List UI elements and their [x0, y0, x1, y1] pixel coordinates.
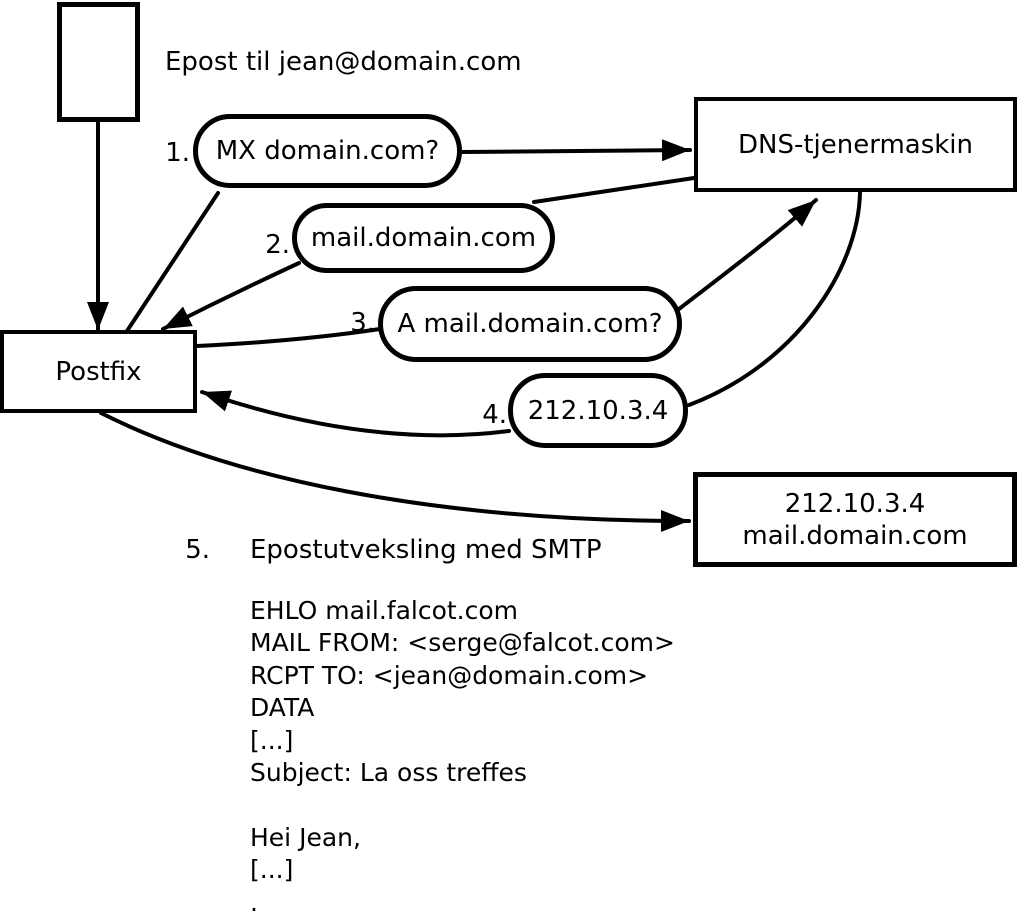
line-postfix-to-mx-query: [125, 191, 220, 333]
smtp-server-host-label: mail.domain.com: [742, 520, 968, 551]
email-title-label: Epost til jean@domain.com: [165, 47, 522, 77]
smtp-line: RCPT TO: <jean@domain.com>: [250, 660, 649, 690]
smtp-line: [...]: [250, 855, 294, 885]
query-pill-a-record: A mail.domain.com?: [378, 286, 682, 362]
query-pill-a-record-label: A mail.domain.com?: [397, 309, 663, 339]
response-pill-mailhost: mail.domain.com: [292, 203, 555, 273]
arrow-a-query-to-dns: [677, 198, 818, 311]
line-postfix-to-a-query: [195, 327, 382, 348]
postfix-node: Postfix: [0, 330, 197, 413]
query-pill-mx-label: MX domain.com?: [215, 136, 440, 166]
step-number-3: 3.: [350, 308, 375, 338]
step-number-2: 2.: [265, 230, 290, 260]
smtp-line: DATA: [250, 693, 315, 723]
step-number-5: 5.: [185, 535, 210, 565]
smtp-line: Subject: La oss treffes: [250, 757, 527, 787]
smtp-session-transcript: EHLO mail.falcot.com MAIL FROM: <serge@f…: [250, 595, 675, 919]
response-pill-ip-label: 212.10.3.4: [527, 395, 669, 426]
dns-server-label: DNS-tjenermaskin: [737, 129, 974, 160]
line-dns-to-mx-response: [532, 176, 696, 204]
response-pill-mailhost-label: mail.domain.com: [310, 223, 537, 253]
smtp-server-ip-label: 212.10.3.4: [784, 488, 926, 519]
smtp-line: [...]: [250, 725, 294, 755]
step-number-4: 4.: [482, 400, 507, 430]
smtp-line: EHLO mail.falcot.com: [250, 596, 519, 625]
arrow-postfix-to-smtp-server: [99, 411, 691, 532]
smtp-line-blank: [250, 789, 675, 821]
smtp-server-node: 212.10.3.4 mail.domain.com: [693, 472, 1017, 567]
step-number-1: 1.: [165, 138, 190, 168]
email-message-node: [57, 2, 140, 122]
smtp-line: Hei Jean,: [250, 822, 361, 852]
arrow-mx-response-to-postfix: [161, 261, 301, 331]
arrow-mx-query-to-dns: [460, 139, 692, 162]
response-pill-ip: 212.10.3.4: [508, 373, 688, 448]
smtp-line-end-marker: .: [250, 887, 258, 917]
query-pill-mx: MX domain.com?: [193, 114, 462, 188]
smtp-exchange-label: Epostutveksling med SMTP: [250, 535, 602, 565]
line-dns-to-a-response: [687, 191, 862, 407]
dns-server-node: DNS-tjenermaskin: [694, 97, 1017, 192]
arrow-a-response-to-postfix: [200, 390, 511, 438]
smtp-line: MAIL FROM: <serge@falcot.com>: [250, 628, 675, 658]
postfix-label: Postfix: [55, 356, 142, 387]
